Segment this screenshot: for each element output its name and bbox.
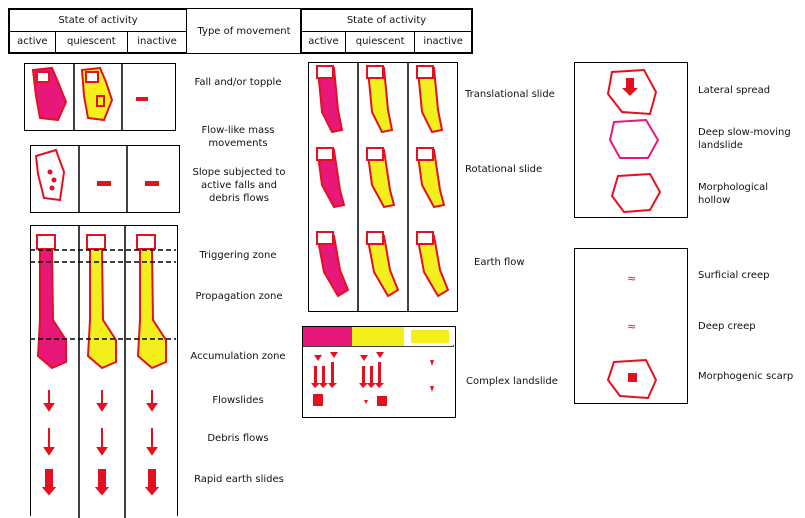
complex-band-quiescent <box>352 327 404 346</box>
label-surficial-creep: Surficial creep <box>698 270 770 281</box>
flow-inactive-symbol <box>136 234 167 370</box>
slope-dot <box>49 185 55 191</box>
label-accumulation-zone: Accumulation zone <box>190 351 286 362</box>
label-flowslides: Flowslides <box>212 395 264 406</box>
label-debris-flows: Debris flows <box>207 433 269 444</box>
flow-quiescent-symbol <box>86 234 117 370</box>
label-triggering-zone: Triggering zone <box>199 250 277 261</box>
deep-creep-symbol: ≈ <box>627 320 636 333</box>
translational-slide-symbols <box>316 65 444 134</box>
label-complex-landslide: Complex landslide <box>466 376 558 387</box>
morphological-hollow-symbol <box>610 172 662 214</box>
fall-inactive-symbol <box>136 97 148 101</box>
fall-scarp <box>85 71 99 83</box>
slope-quiescent-symbol <box>97 181 111 186</box>
fall-scarp <box>36 71 50 83</box>
header-right-table: State of activity active quiescent inact… <box>300 8 473 54</box>
label-slope-subjected: Slope subjected to active falls and debr… <box>192 167 286 204</box>
complex-band-inactive-inner <box>411 330 449 343</box>
label-lateral-spread: Lateral spread <box>698 85 771 96</box>
label-translational-slide: Translational slide <box>465 89 555 100</box>
surficial-creep-symbol: ≈ <box>627 272 636 285</box>
label-rapid-earth-slides: Rapid earth slides <box>194 474 284 485</box>
rotational-slide-symbols <box>316 147 446 209</box>
header-left-col-quiescent: quiescent <box>54 30 129 53</box>
slope-dot <box>47 169 53 175</box>
header-left-col-active: active <box>9 30 56 53</box>
earthslide-arrow <box>45 469 53 489</box>
deep-slow-moving-landslide-symbol <box>608 118 660 159</box>
complex-band-active <box>303 327 352 346</box>
label-morphological-hollow: Morphological hollow <box>698 182 769 206</box>
header-middle-cell: Type of movement <box>186 8 302 54</box>
header-right-col-active: active <box>301 30 346 53</box>
label-morphogenic-scarp: Morphogenic scarp <box>698 371 794 382</box>
flow-active-symbol <box>36 234 67 370</box>
slope-inactive-symbol <box>145 181 159 186</box>
header-right-col-inactive: inactive <box>414 30 472 53</box>
earthslide-arrow <box>148 469 156 489</box>
label-earth-flow: Earth flow <box>474 257 525 268</box>
label-flow-like: Flow-like mass movements <box>201 125 275 149</box>
complex-symbols <box>311 352 434 406</box>
morphogenic-scarp-symbol <box>606 358 658 400</box>
fall-scarp <box>96 95 105 107</box>
header-middle-title: Type of movement <box>197 25 291 37</box>
lateral-spread-arrow <box>626 78 634 88</box>
label-propagation-zone: Propagation zone <box>195 291 283 302</box>
label-rotational-slide: Rotational slide <box>465 164 543 175</box>
header-left-table: State of activity active quiescent inact… <box>8 8 188 54</box>
label-deep-creep: Deep creep <box>698 321 756 332</box>
label-fall-topple: Fall and/or topple <box>194 77 282 88</box>
slope-active-symbol <box>34 148 66 202</box>
slope-dot <box>51 177 57 183</box>
lateral-spread-symbol <box>606 68 658 116</box>
earth-flow-symbols <box>316 231 450 298</box>
earthslide-arrow <box>98 469 106 489</box>
label-deep-slow-moving: Deep slow-moving landslide <box>698 127 791 151</box>
